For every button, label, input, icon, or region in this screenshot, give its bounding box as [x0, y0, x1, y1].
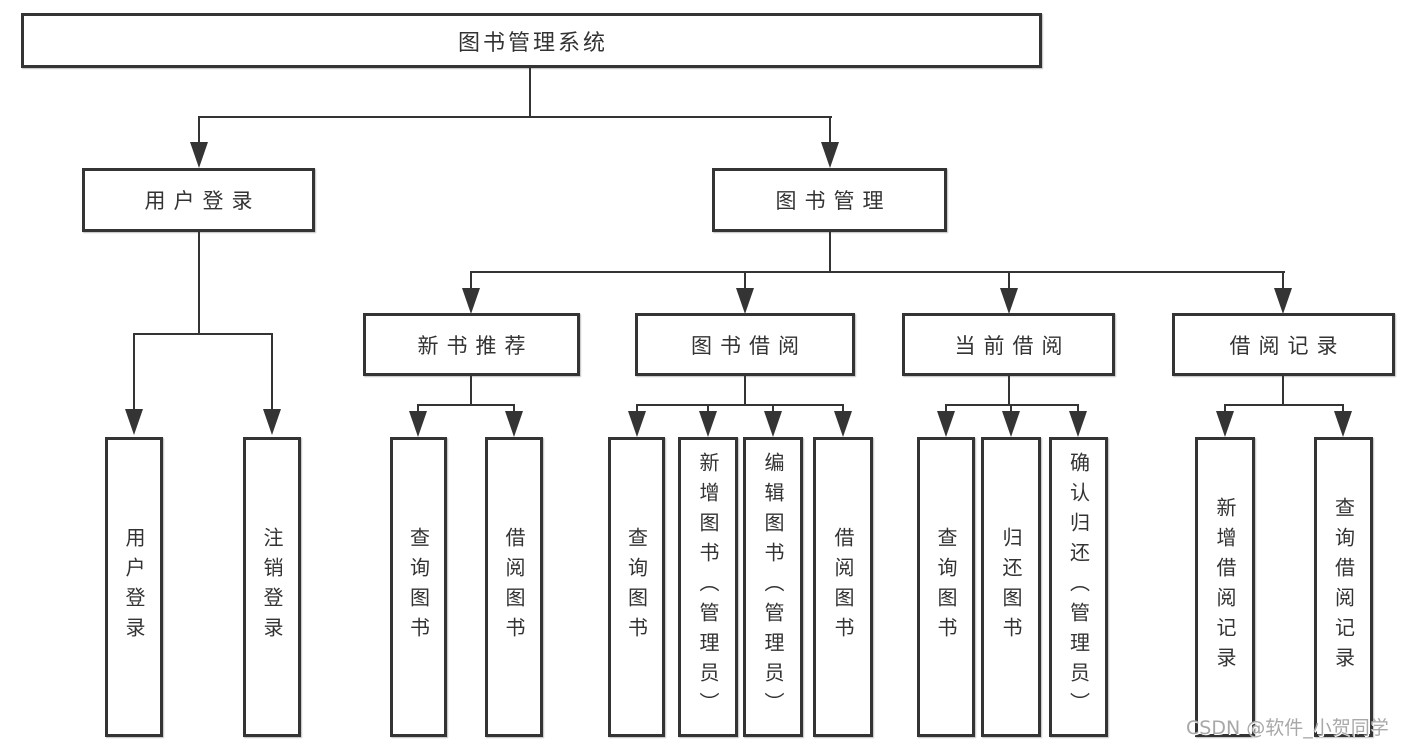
arrow-down-icon — [1069, 411, 1087, 437]
node-current-borrowing: 当前借阅 — [902, 313, 1115, 376]
connector-leaf-drop — [772, 404, 774, 416]
leaf-logout-label: 注销登录 — [260, 527, 284, 647]
connector-level3-drop — [470, 271, 472, 295]
leaf-current-return-books: 归还图书 — [981, 437, 1041, 737]
leaf-logout: 注销登录 — [243, 437, 301, 737]
node-borrow-records-label: 借阅记录 — [1229, 333, 1346, 358]
leaf-borrowing-query-books-label: 查询图书 — [624, 527, 649, 647]
node-book-mgmt: 图书管理 — [712, 168, 947, 232]
connector-book-mgmt-drop — [829, 116, 831, 148]
leaf-borrowing-edit-books-admin: 编辑图书（管理员） — [743, 437, 803, 737]
connector-borrowing-crossbar — [636, 404, 844, 406]
arrow-down-icon — [1334, 411, 1352, 437]
leaf-borrowing-borrow-books-label: 借阅图书 — [831, 527, 855, 647]
connector-current-stem — [1008, 375, 1010, 406]
arrow-down-icon — [125, 409, 143, 435]
connector-leaf-drop — [1224, 404, 1226, 416]
arrow-down-icon — [937, 411, 955, 437]
leaf-current-query-books: 查询图书 — [917, 437, 975, 737]
leaf-user-login: 用户登录 — [105, 437, 163, 737]
arrow-down-icon — [1216, 411, 1234, 437]
connector-level3-drop — [1008, 271, 1010, 295]
arrow-down-icon — [699, 411, 717, 437]
connector-book-mgmt-crossbar — [470, 271, 1285, 273]
arrow-down-icon — [505, 411, 523, 437]
connector-borrowing-stem — [744, 375, 746, 406]
leaf-user-login-label: 用户登录 — [122, 527, 146, 647]
arrow-down-icon — [834, 411, 852, 437]
arrow-down-icon — [1000, 288, 1018, 314]
arrow-down-icon — [1274, 288, 1292, 314]
leaf-newbooks-query-books: 查询图书 — [390, 437, 447, 737]
node-root-label: 图书管理系统 — [457, 30, 608, 56]
leaf-current-confirm-return-admin-label: 确认归还（管理员） — [1066, 452, 1091, 722]
arrow-down-icon — [1002, 411, 1020, 437]
connector-new-books-stem — [470, 375, 472, 406]
arrow-down-icon — [764, 411, 782, 437]
leaf-newbooks-borrow-books-label: 借阅图书 — [502, 527, 526, 647]
connector-current-crossbar — [945, 404, 1079, 406]
arrow-down-icon — [628, 411, 646, 437]
connector-user-login-crossbar — [133, 333, 273, 335]
connector-records-stem — [1282, 375, 1284, 406]
connector-leaf-drop — [271, 333, 273, 413]
connector-user-login-stem — [198, 232, 200, 335]
leaf-records-query-record: 查询借阅记录 — [1314, 437, 1373, 737]
connector-leaf-drop — [636, 404, 638, 416]
leaf-records-add-record: 新增借阅记录 — [1195, 437, 1255, 737]
leaf-records-query-record-label: 查询借阅记录 — [1331, 497, 1356, 677]
arrow-down-icon — [190, 142, 208, 168]
arrow-down-icon — [462, 288, 480, 314]
connector-leaf-drop — [842, 404, 844, 416]
leaf-newbooks-borrow-books: 借阅图书 — [485, 437, 543, 737]
node-new-books: 新书推荐 — [363, 313, 580, 376]
connector-root-crossbar — [198, 116, 832, 118]
node-book-borrowing-label: 图书借阅 — [691, 333, 807, 358]
arrow-down-icon — [736, 288, 754, 314]
connector-book-mgmt-stem — [829, 232, 831, 273]
node-book-mgmt-label: 图书管理 — [775, 189, 892, 213]
connector-records-crossbar — [1224, 404, 1344, 406]
connector-user-login-drop — [198, 116, 200, 148]
leaf-current-query-books-label: 查询图书 — [934, 527, 958, 647]
leaf-newbooks-query-books-label: 查询图书 — [406, 527, 431, 647]
connector-leaf-drop — [1010, 404, 1012, 416]
connector-leaf-drop — [513, 404, 515, 416]
connector-leaf-drop — [707, 404, 709, 416]
node-borrow-records: 借阅记录 — [1172, 313, 1395, 376]
leaf-current-confirm-return-admin: 确认归还（管理员） — [1049, 437, 1108, 737]
node-new-books-label: 新书推荐 — [417, 333, 534, 358]
leaf-borrowing-edit-books-admin-label: 编辑图书（管理员） — [761, 452, 785, 722]
connector-leaf-drop — [417, 404, 419, 416]
connector-level3-drop — [744, 271, 746, 295]
leaf-current-return-books-label: 归还图书 — [999, 527, 1023, 647]
csdn-watermark: CSDN @软件_小贺同学 — [1186, 717, 1389, 739]
leaf-borrowing-add-books-admin: 新增图书（管理员） — [678, 437, 738, 737]
leaf-borrowing-query-books: 查询图书 — [608, 437, 665, 737]
connector-leaf-drop — [133, 333, 135, 413]
connector-root-stem — [529, 68, 531, 118]
arrow-down-icon — [821, 142, 839, 168]
connector-level3-drop — [1282, 271, 1284, 295]
node-current-borrowing-label: 当前借阅 — [954, 333, 1071, 358]
connector-leaf-drop — [945, 404, 947, 416]
connector-new-books-crossbar — [417, 404, 515, 406]
connector-leaf-drop — [1342, 404, 1344, 416]
arrow-down-icon — [409, 411, 427, 437]
arrow-down-icon — [263, 409, 281, 435]
leaf-records-add-record-label: 新增借阅记录 — [1213, 497, 1237, 677]
leaf-borrowing-borrow-books: 借阅图书 — [813, 437, 873, 737]
connector-leaf-drop — [1077, 404, 1079, 416]
leaf-borrowing-add-books-admin-label: 新增图书（管理员） — [696, 452, 720, 722]
node-book-borrowing: 图书借阅 — [635, 313, 855, 376]
node-user-login-label: 用户登录 — [144, 189, 261, 213]
node-user-login: 用户登录 — [82, 168, 315, 232]
node-root-system: 图书管理系统 — [21, 13, 1042, 68]
